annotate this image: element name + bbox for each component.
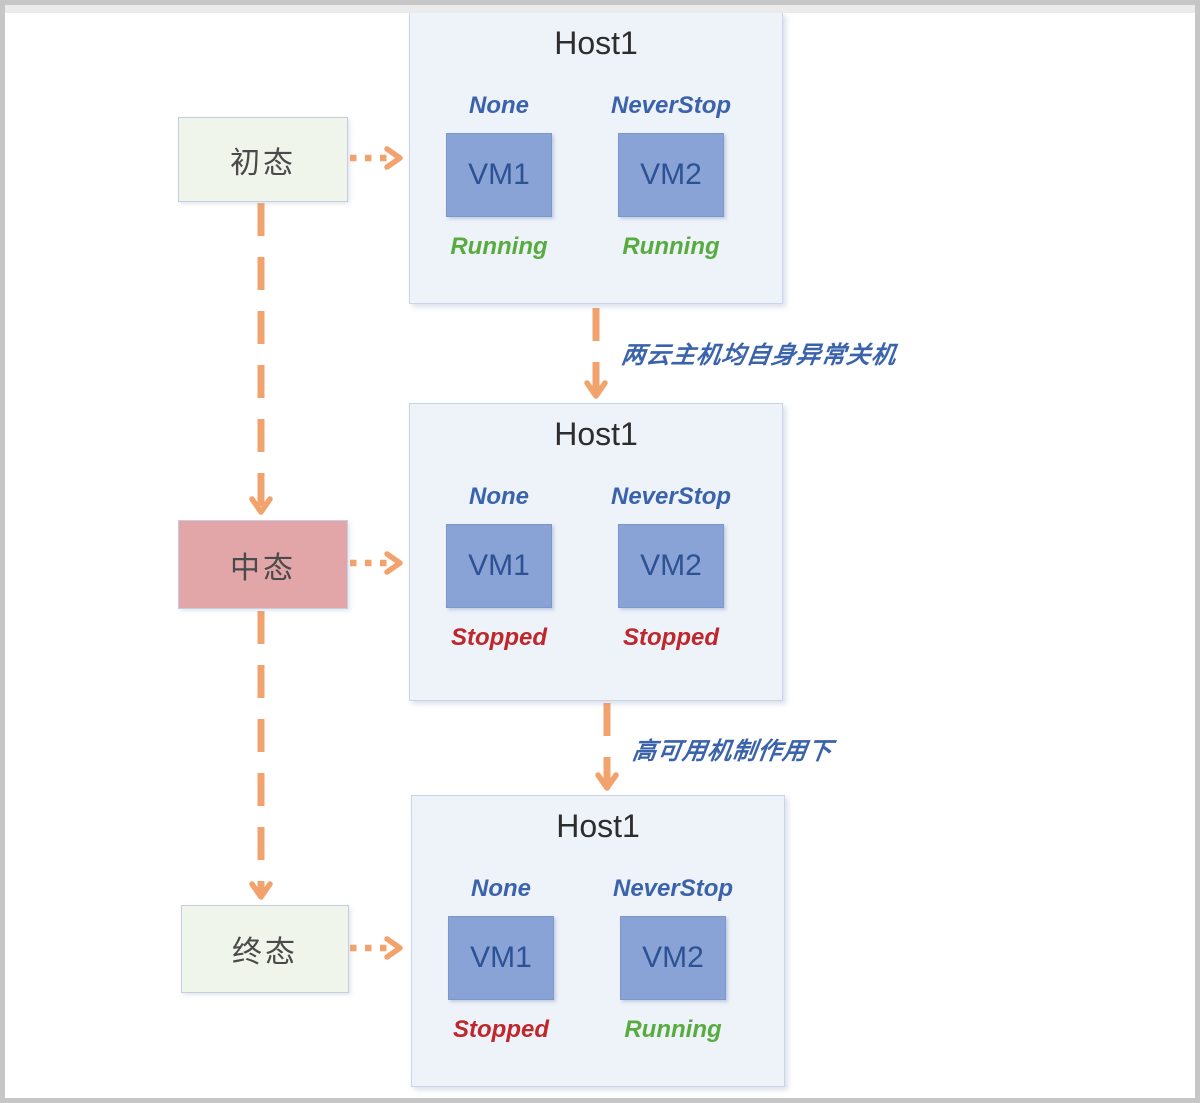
vm-box: VM1	[448, 916, 554, 1000]
vm-status-label: Stopped	[453, 1016, 549, 1043]
vm-status-label: Running	[622, 233, 720, 260]
state-box-initial: 初态	[178, 117, 348, 202]
vm-group: NeverStop VM2 Running	[613, 872, 733, 1044]
host-title: Host1	[554, 416, 638, 452]
host-panel-1: Host1 None VM1 Running NeverStop VM2 Run…	[409, 12, 783, 304]
vm-policy-label: None	[469, 483, 529, 510]
vm-name: VM1	[470, 941, 532, 974]
vm-box: VM2	[620, 916, 726, 1000]
state-box-middle: 中态	[178, 520, 348, 609]
vm-name: VM2	[642, 941, 704, 974]
vm-status-label: Running	[624, 1016, 722, 1043]
vm-name: VM2	[640, 549, 702, 582]
vm-name: VM2	[640, 158, 702, 191]
vm-policy-label: NeverStop	[612, 875, 734, 902]
vm-policy-label: None	[469, 92, 529, 119]
state-label: 终态	[232, 936, 298, 969]
transition-label-abnormal-shutdown: 两云主机均自身异常关机	[619, 342, 899, 369]
vm-group: None VM1 Running	[446, 89, 552, 261]
vm-group: NeverStop VM2 Stopped	[611, 480, 731, 652]
vm-policy-label: None	[471, 875, 531, 902]
vm-name: VM1	[468, 549, 530, 582]
host-panel-2: Host1 None VM1 Stopped NeverStop VM2 Sto…	[409, 403, 783, 701]
vm-group: None VM1 Stopped	[448, 872, 554, 1044]
vm-box: VM1	[446, 524, 552, 608]
window-top-strip	[5, 5, 1195, 13]
vm-status-label: Stopped	[451, 624, 547, 651]
state-label: 初态	[230, 146, 296, 180]
vm-box: VM2	[618, 133, 724, 217]
host-title: Host1	[554, 25, 638, 61]
vm-group: NeverStop VM2 Running	[611, 89, 731, 261]
vm-status-label: Running	[450, 233, 548, 260]
vm-status-label: Stopped	[623, 624, 719, 651]
host-panel-3: Host1 None VM1 Stopped NeverStop VM2 Run…	[411, 795, 785, 1087]
host-title: Host1	[556, 808, 640, 844]
state-box-final: 终态	[181, 905, 349, 993]
state-label: 中态	[230, 551, 296, 585]
vm-group: None VM1 Stopped	[446, 480, 552, 652]
transition-label-ha-mechanism: 高可用机制作用下	[630, 738, 835, 765]
vm-box: VM2	[618, 524, 724, 608]
vm-name: VM1	[468, 158, 530, 191]
vm-box: VM1	[446, 133, 552, 217]
vm-policy-label: NeverStop	[610, 92, 732, 119]
vm-policy-label: NeverStop	[610, 483, 732, 510]
